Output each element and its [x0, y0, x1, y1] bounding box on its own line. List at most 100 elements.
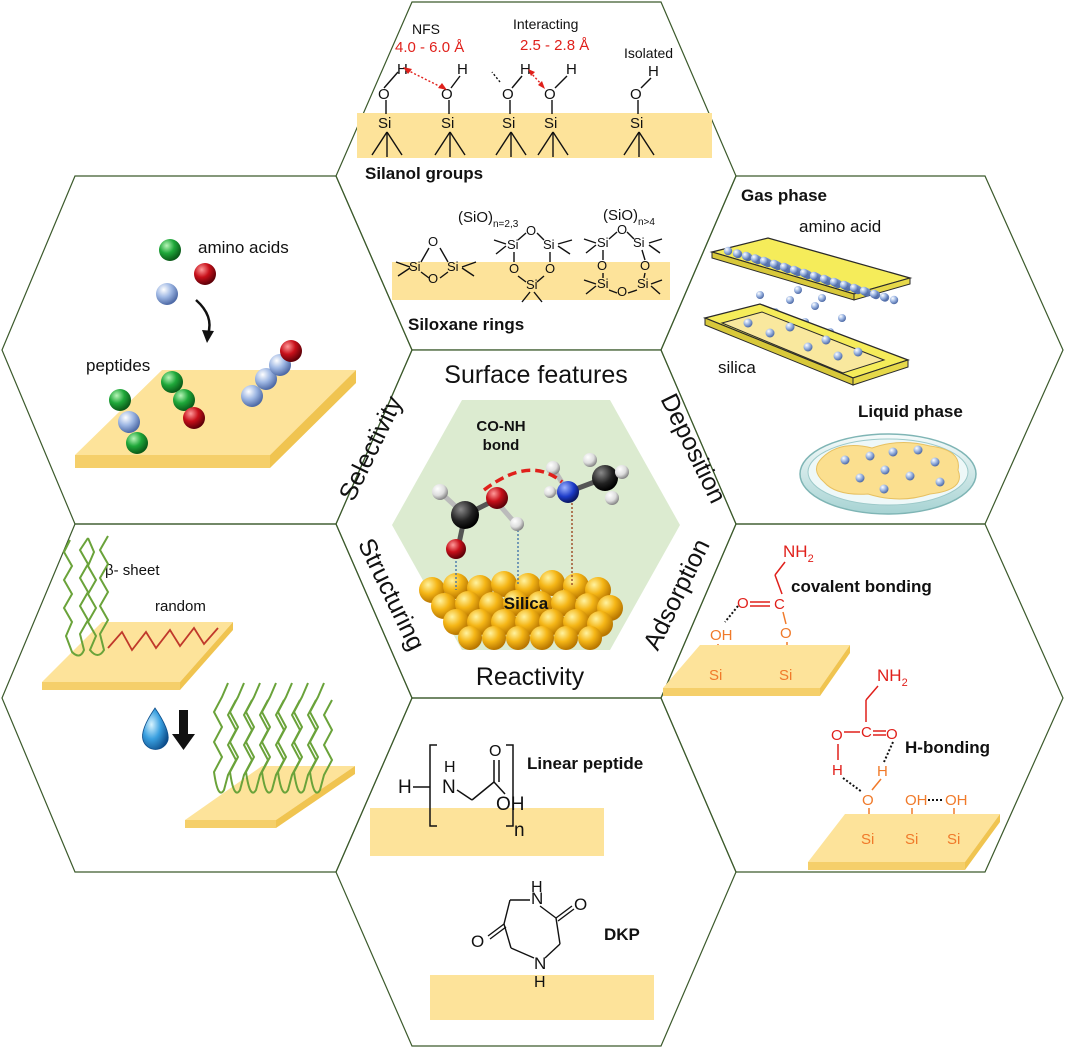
- svg-text:Si: Si: [441, 115, 454, 132]
- svg-text:Si: Si: [597, 235, 609, 250]
- svg-text:C: C: [774, 596, 785, 613]
- svg-text:Si: Si: [502, 115, 515, 132]
- methylamine-molecule: [544, 453, 629, 505]
- svg-text:Si: Si: [544, 115, 557, 132]
- amino-acid-label: amino acid: [799, 217, 881, 236]
- svg-text:Si: Si: [905, 831, 918, 848]
- svg-text:Si: Si: [637, 276, 649, 291]
- h-bonding-label: H-bonding: [905, 738, 990, 757]
- dkp-structure: N H N H O O: [471, 879, 587, 991]
- silanol-slab: [357, 113, 712, 158]
- covalent-slab: [663, 645, 850, 688]
- co-nh-label: CO-NH: [476, 418, 525, 435]
- silica-spheres: [419, 570, 623, 650]
- svg-text:H: H: [520, 61, 531, 78]
- svg-text:H: H: [397, 61, 408, 78]
- silica-plate-label: silica: [718, 358, 756, 377]
- silanol-groups-title: Silanol groups: [365, 164, 483, 183]
- silica-center-label: Silica: [504, 594, 549, 613]
- linear-peptide-slab: [370, 808, 604, 856]
- svg-text:Si: Si: [543, 237, 555, 252]
- peptide-beads: [109, 340, 302, 454]
- siloxane-large-label: (SiO)n>4: [603, 207, 655, 228]
- hbond-slab: [808, 814, 1000, 862]
- isolated-label: Isolated: [624, 45, 673, 61]
- bracket-right: [506, 744, 514, 827]
- selectivity-panel: amino acids peptides: [75, 238, 356, 468]
- bracket-left: [429, 744, 437, 827]
- n-subscript: n: [514, 820, 525, 841]
- svg-text:N: N: [534, 954, 546, 973]
- random-coil: [107, 626, 219, 652]
- interacting-distance-arrow: [529, 71, 544, 87]
- reactivity-label: Reactivity: [476, 663, 585, 691]
- reactivity-panel: H N H O OH n Linear peptide N H: [370, 743, 654, 1020]
- svg-text:N: N: [531, 889, 543, 908]
- silica-film: [720, 311, 886, 374]
- structuring-panel: β- sheet random: [42, 535, 355, 828]
- svg-text:O: O: [526, 223, 536, 238]
- svg-text:O: O: [544, 86, 556, 103]
- nfs-distance-arrow: [406, 69, 444, 89]
- interacting-label: Interacting: [513, 16, 578, 32]
- svg-text:N: N: [442, 777, 456, 798]
- svg-text:O: O: [489, 743, 501, 760]
- svg-text:O: O: [617, 284, 627, 299]
- curved-arrow-down: [195, 299, 211, 335]
- dkp-slab: [430, 975, 654, 1020]
- water-drop-icon: [142, 707, 169, 750]
- amino-acid-green: [159, 239, 181, 261]
- svg-text:O: O: [737, 595, 749, 612]
- linear-peptide-label: Linear peptide: [527, 754, 643, 773]
- svg-text:Si: Si: [709, 667, 722, 684]
- svg-text:O: O: [441, 86, 453, 103]
- svg-text:H: H: [832, 762, 843, 779]
- structuring-slab-top: [42, 622, 233, 682]
- gas-liquid-panel: Gas phase amino acid silica Liquid phase: [702, 186, 977, 515]
- nfs-label: NFS: [412, 21, 440, 37]
- svg-text:H: H: [877, 763, 888, 780]
- svg-text:O: O: [428, 234, 438, 249]
- svg-text:O: O: [886, 726, 898, 743]
- beta-sheet-bottom-strands: [212, 682, 334, 794]
- dkp-label: DKP: [604, 925, 640, 944]
- svg-text:Si: Si: [630, 115, 643, 132]
- bottom-plate-molecules: [743, 318, 863, 361]
- selectivity-slab: [75, 370, 356, 455]
- surface-features-label: Surface features: [444, 361, 627, 389]
- svg-text:Si: Si: [633, 235, 645, 250]
- liquid-phase-title: Liquid phase: [858, 402, 963, 421]
- svg-text:O: O: [428, 271, 438, 286]
- amino-acid-blue: [156, 283, 178, 305]
- svg-text:Si: Si: [447, 259, 459, 274]
- svg-text:Si: Si: [947, 831, 960, 848]
- svg-text:O: O: [780, 625, 792, 642]
- svg-text:O: O: [545, 261, 555, 276]
- svg-text:O: O: [617, 222, 627, 237]
- svg-text:OH: OH: [710, 627, 733, 644]
- svg-text:O: O: [640, 258, 650, 273]
- svg-text:Si: Si: [779, 667, 792, 684]
- carboxyl-molecule: [432, 484, 524, 559]
- siloxane-slab: [392, 262, 670, 300]
- svg-text:H: H: [457, 61, 468, 78]
- svg-text:O: O: [509, 261, 519, 276]
- nh2-hbond-label: NH2: [877, 666, 908, 689]
- co-nh-bond-label: bond: [483, 437, 520, 454]
- svg-text:O: O: [831, 727, 843, 744]
- svg-text:C: C: [861, 724, 872, 741]
- svg-text:H: H: [566, 61, 577, 78]
- adsorption-panel: NH2 O C O OH covalent bonding Si Si NH2 …: [663, 542, 1000, 870]
- svg-text:H: H: [531, 879, 543, 896]
- hex-adsorption: [660, 523, 1064, 873]
- peptides-label: peptides: [86, 356, 150, 375]
- beta-sheet-strands: [62, 535, 110, 657]
- svg-text:O: O: [862, 792, 874, 809]
- co-nh-bond-arc: [482, 468, 564, 492]
- svg-text:O: O: [471, 932, 484, 951]
- nh2-covalent-label: NH2: [783, 542, 814, 565]
